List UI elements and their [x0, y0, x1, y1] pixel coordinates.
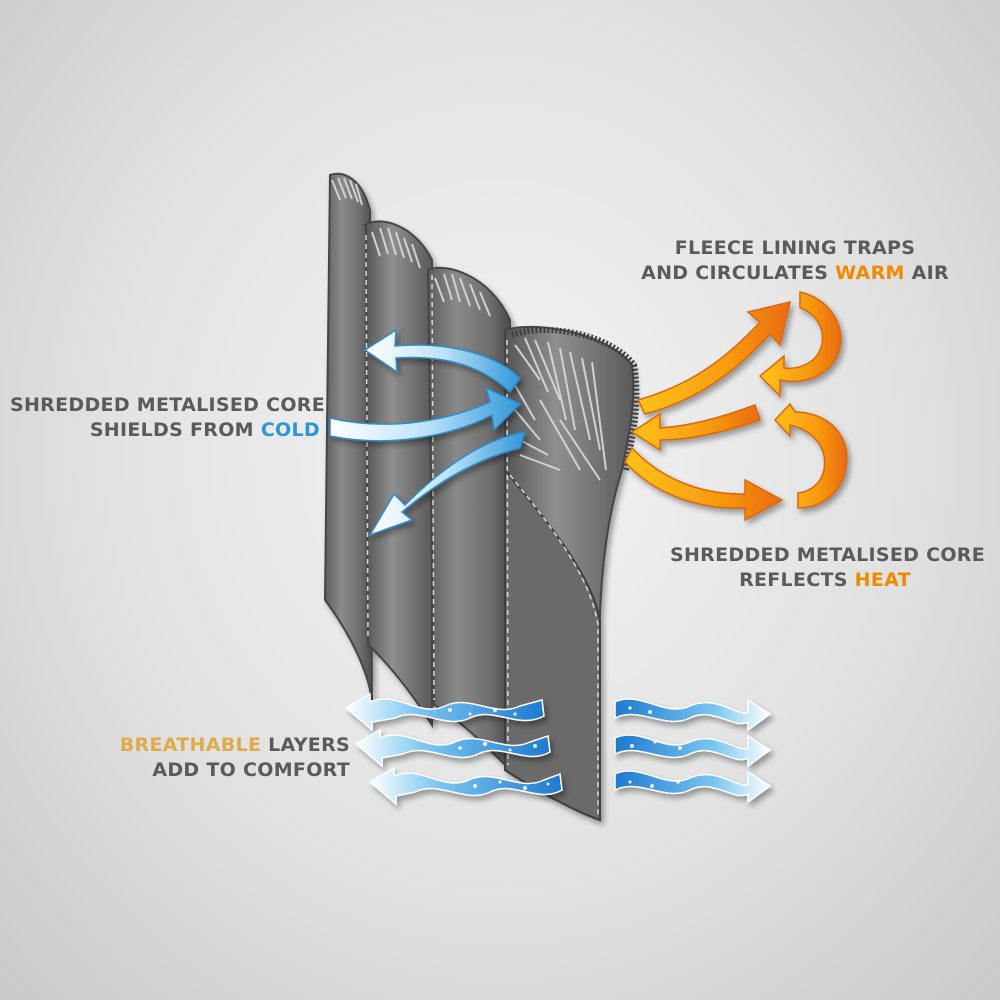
- fleece-edge: [510, 326, 640, 471]
- label-reflects-heat-highlight: HEAT: [854, 569, 911, 591]
- label-fleece-lining-highlight: WARM: [835, 262, 905, 284]
- warm-loop-bottom: [773, 402, 848, 509]
- label-breathable-suffix: LAYERS: [261, 734, 350, 756]
- label-fleece-lining-suffix: AIR: [904, 262, 949, 284]
- label-fleece-lining: FLEECE LINING TRAPS AND CIRCULATES WARM …: [640, 236, 950, 286]
- label-fleece-lining-line1: FLEECE LINING TRAPS: [674, 237, 916, 259]
- label-fleece-lining-line2: AND CIRCULATES WARM AIR: [640, 261, 950, 286]
- label-breathable-line1: BREATHABLE LAYERS: [80, 733, 350, 758]
- label-breathable-line2: ADD TO COMFORT: [152, 759, 350, 781]
- label-breathable-highlight: BREATHABLE: [119, 734, 262, 756]
- wave-arrows-left: [344, 692, 563, 806]
- label-shields-cold: SHREDDED METALISED CORE SHIELDS FROM COL…: [10, 393, 326, 443]
- label-reflects-heat-prefix: REFLECTS: [739, 569, 855, 591]
- label-reflects-heat-line1: SHREDDED METALISED CORE: [670, 544, 986, 566]
- wave-arrows-right: [614, 698, 772, 804]
- label-shields-cold-prefix: SHIELDS FROM: [89, 419, 261, 441]
- warm-arrow-up: [636, 300, 792, 415]
- cold-arrow-middle: [329, 386, 522, 442]
- warm-air-arrows-icon: [624, 291, 848, 522]
- fabric-panel-2: [361, 220, 433, 729]
- label-shields-cold-line2: SHIELDS FROM COLD: [10, 418, 320, 443]
- wave-bubbles: [448, 706, 682, 791]
- warm-arrow-down: [624, 446, 784, 522]
- label-breathable: BREATHABLE LAYERS ADD TO COMFORT: [80, 733, 350, 783]
- breathable-wave-arrows-icon: [344, 692, 772, 806]
- warm-loop-top: [758, 291, 842, 398]
- label-shields-cold-highlight: COLD: [260, 419, 320, 441]
- label-reflects-heat: SHREDDED METALISED CORE REFLECTS HEAT: [670, 543, 986, 593]
- warm-arrow-left: [630, 404, 761, 452]
- cold-arrow-top: [363, 328, 521, 394]
- cold-air-arrows-icon: [329, 328, 527, 537]
- label-fleece-lining-prefix: AND CIRCULATES: [641, 262, 836, 284]
- cold-arrow-bottom: [368, 431, 527, 537]
- fabric-panel-3: [426, 266, 511, 773]
- shredded-core-fibers: [331, 177, 607, 481]
- label-reflects-heat-line2: REFLECTS HEAT: [670, 568, 980, 593]
- label-shields-cold-line1: SHREDDED METALISED CORE: [10, 394, 326, 416]
